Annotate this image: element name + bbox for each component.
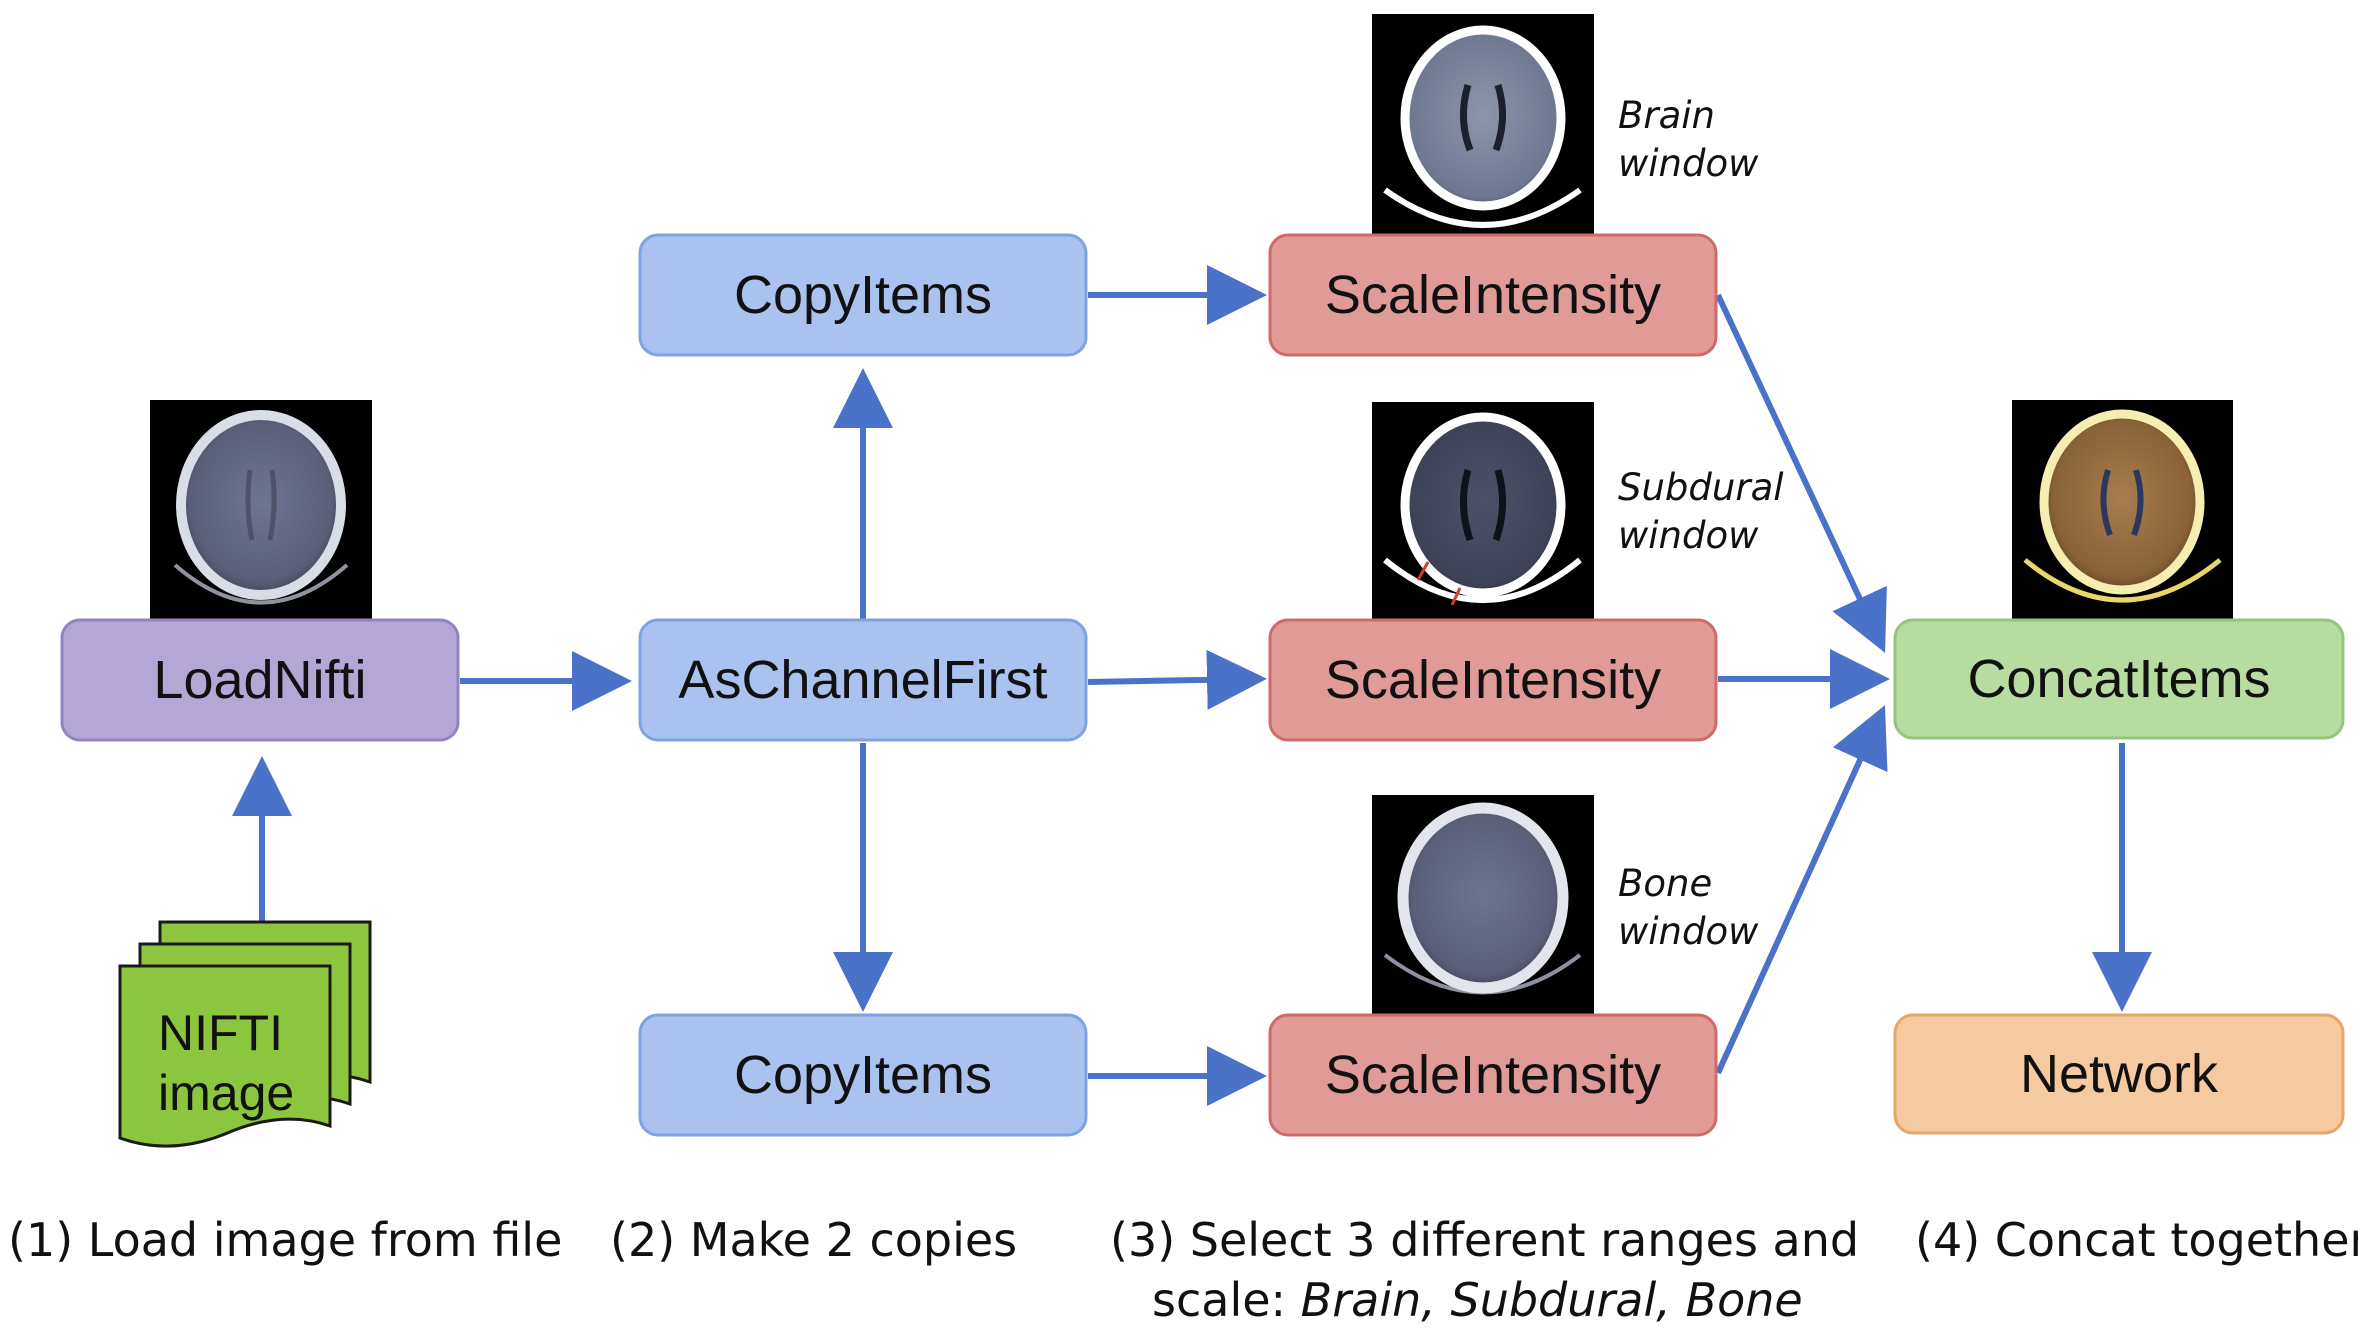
node-loadnifti[interactable]: LoadNifti <box>60 618 460 742</box>
ct-scan-subdural-window-thumbnail <box>1372 402 1594 622</box>
node-scaleintensity-subdural[interactable]: ScaleIntensity <box>1268 618 1718 742</box>
window-label-bone-line2: window <box>1618 910 1759 953</box>
nifti-document-stack: NIFTI image <box>118 920 372 1148</box>
arrow-scale-bone-to-concat <box>1715 705 1888 1075</box>
window-label-brain: Brain window <box>1618 94 1759 185</box>
ct-scan-concatenated-color-thumbnail <box>2012 400 2233 620</box>
window-label-bone: Bone window <box>1618 862 1759 953</box>
ct-scan-raw-thumbnail <box>150 400 372 620</box>
caption-step3-prefix: scale: <box>1152 1273 1301 1327</box>
ct-scan-bone-window-thumbnail <box>1372 795 1594 1015</box>
node-concatitems-label: ConcatItems <box>1967 649 2270 709</box>
arrow-aschannelfirst-to-scale-subdural <box>1087 649 1267 710</box>
node-concatitems[interactable]: ConcatItems <box>1893 618 2345 740</box>
node-copyitems-bottom-label: CopyItems <box>734 1045 992 1105</box>
node-scaleintensity-brain[interactable]: ScaleIntensity <box>1268 233 1718 357</box>
document-label-line1: NIFTI <box>158 1005 283 1061</box>
node-copyitems-bottom[interactable]: CopyItems <box>638 1013 1088 1137</box>
arrows <box>232 265 2152 1106</box>
node-network[interactable]: Network <box>1893 1013 2345 1135</box>
window-label-brain-line1: Brain <box>1618 94 1715 137</box>
node-scaleintensity-brain-label: ScaleIntensity <box>1325 265 1661 325</box>
caption-step3-line2: scale: Brain, Subdural, Bone <box>1152 1273 1803 1327</box>
node-network-label: Network <box>2020 1044 2219 1104</box>
window-label-subdural-line1: Subdural <box>1618 466 1784 509</box>
node-scaleintensity-bone[interactable]: ScaleIntensity <box>1268 1013 1718 1137</box>
caption-step3-line1: (3) Select 3 different ranges and <box>1110 1213 1859 1267</box>
window-label-brain-line2: window <box>1618 142 1759 185</box>
node-scaleintensity-bone-label: ScaleIntensity <box>1325 1045 1661 1105</box>
caption-step3-italic: Brain, Subdural, Bone <box>1301 1273 1803 1327</box>
node-copyitems-top-label: CopyItems <box>734 265 992 325</box>
window-label-subdural-line2: window <box>1618 514 1759 557</box>
caption-step2: (2) Make 2 copies <box>610 1213 1017 1267</box>
window-label-subdural: Subdural window <box>1618 466 1784 557</box>
node-loadnifti-label: LoadNifti <box>153 650 366 710</box>
node-copyitems-top[interactable]: CopyItems <box>638 233 1088 357</box>
node-scaleintensity-subdural-label: ScaleIntensity <box>1325 650 1661 710</box>
document-label-line2: image <box>158 1065 294 1121</box>
ct-scan-brain-window-thumbnail <box>1372 14 1594 234</box>
arrow-scale-brain-to-concat <box>1715 293 1887 653</box>
node-aschannelfirst[interactable]: AsChannelFirst <box>638 618 1088 742</box>
caption-step4: (4) Concat together <box>1915 1213 2358 1267</box>
caption-step1: (1) Load image from file <box>8 1213 562 1267</box>
node-aschannelfirst-label: AsChannelFirst <box>678 650 1047 710</box>
window-label-bone-line1: Bone <box>1618 862 1712 905</box>
